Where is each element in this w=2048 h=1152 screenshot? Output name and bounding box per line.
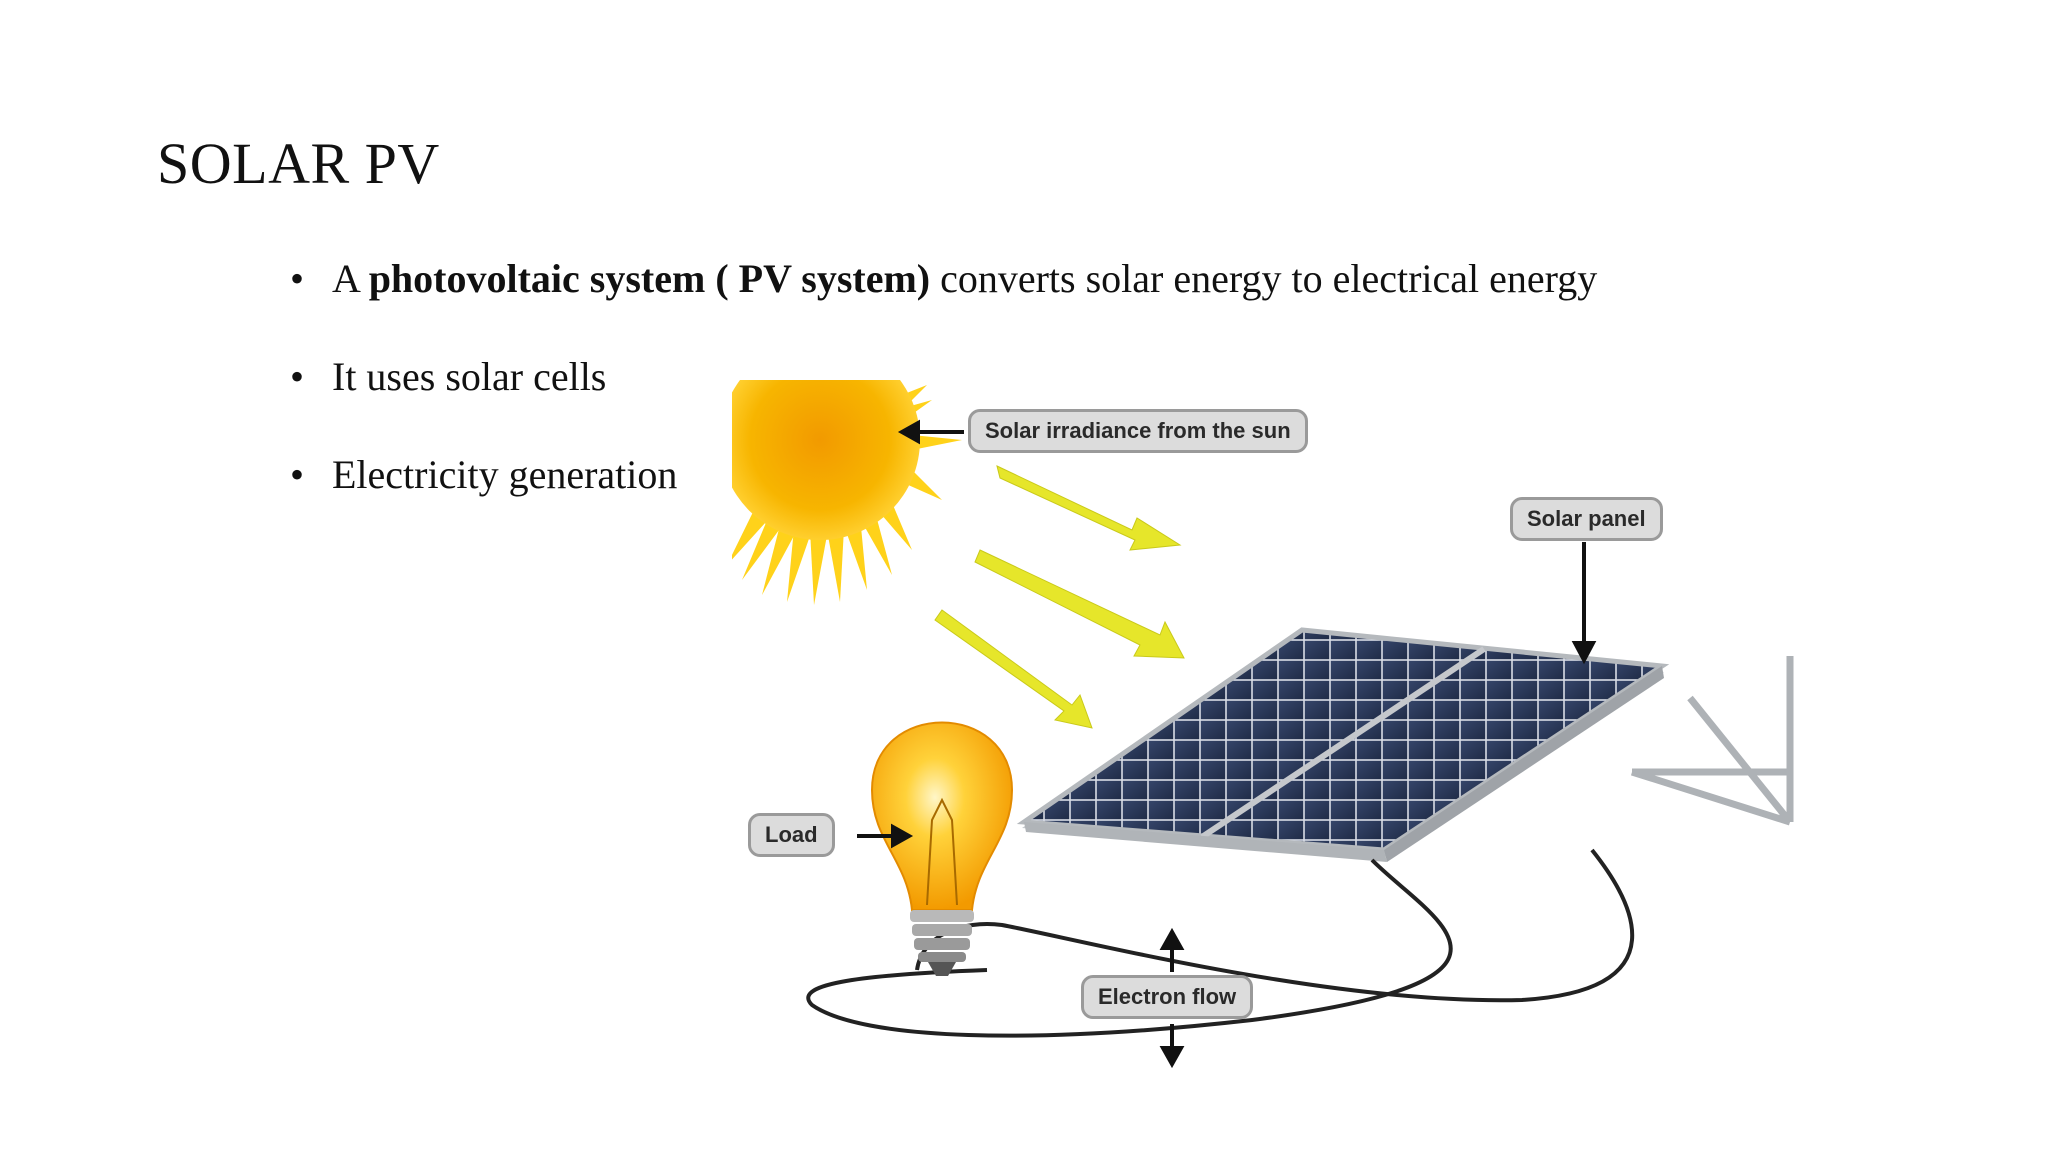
bullet-item: • It uses solar cells [290, 353, 1597, 401]
slide-title: SOLAR PV [157, 131, 440, 196]
bullet-text-post: converts solar energy to electrical ener… [930, 256, 1598, 301]
sunlight-arrows [934, 465, 1185, 729]
label-electron-flow: Electron flow [1081, 975, 1254, 1019]
bullet-text: It uses solar cells [332, 354, 607, 399]
light-bulb-icon [870, 721, 1014, 976]
solar-panel-stand [1630, 656, 1794, 826]
circuit-wires [806, 848, 1635, 1038]
bullet-item: • A photovoltaic system ( PV system) con… [290, 255, 1597, 303]
label-load: Load [748, 813, 835, 857]
sun-icon [732, 380, 962, 605]
bullet-marker: • [290, 256, 305, 301]
label-sun-irradiance: Solar irradiance from the sun [968, 409, 1308, 453]
label-pointers [857, 419, 1597, 1069]
label-solar-panel: Solar panel [1510, 497, 1663, 541]
bullet-text: Electricity generation [332, 452, 678, 497]
bullet-marker: • [290, 452, 305, 497]
bullet-item: • Electricity generation [290, 451, 1597, 499]
bullet-list: • A photovoltaic system ( PV system) con… [290, 255, 1597, 549]
bullet-text-bold: photovoltaic system ( PV system) [368, 256, 931, 301]
diagram-drawing [732, 380, 1794, 1069]
bullet-text-pre: A [332, 256, 369, 301]
bullet-marker: • [290, 354, 305, 399]
solar-panel-icon [1016, 627, 1670, 862]
pv-system-diagram: Solar irradiance from the sun Solar pane… [732, 380, 2048, 1152]
